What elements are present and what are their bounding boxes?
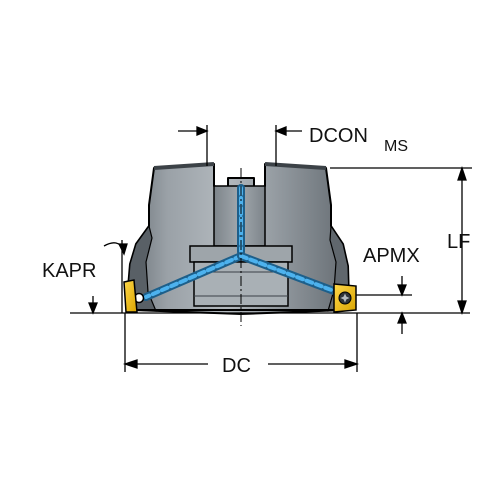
- dc-arrow-left: [122, 359, 138, 369]
- dimension-labels: DCON MS LF APMX KAPR DC: [42, 125, 470, 377]
- insert-left: [123, 279, 138, 313]
- label-lf: LF: [447, 231, 470, 253]
- label-apmx: APMX: [363, 245, 420, 267]
- kapr-arrow: [117, 243, 128, 256]
- lf-arrow-bottom: [457, 300, 467, 316]
- label-dc: DC: [222, 355, 251, 377]
- coolant-channels: [133, 184, 338, 304]
- dc-arrow-right: [344, 359, 360, 369]
- apmx-arrow-top: [397, 284, 407, 297]
- dimension-lines: [70, 125, 472, 372]
- label-dcon-subscript: MS: [384, 138, 408, 155]
- kapr-arrow-small: [88, 302, 98, 315]
- top-rim: [153, 162, 327, 170]
- inserts: [123, 279, 357, 313]
- label-dcon: DCON: [309, 125, 368, 147]
- label-kapr: KAPR: [42, 260, 96, 282]
- dcon-arrow-left: [196, 126, 209, 136]
- dcon-arrow-right: [274, 126, 287, 136]
- lf-arrow-top: [457, 165, 467, 181]
- apmx-arrow-bottom: [397, 311, 407, 324]
